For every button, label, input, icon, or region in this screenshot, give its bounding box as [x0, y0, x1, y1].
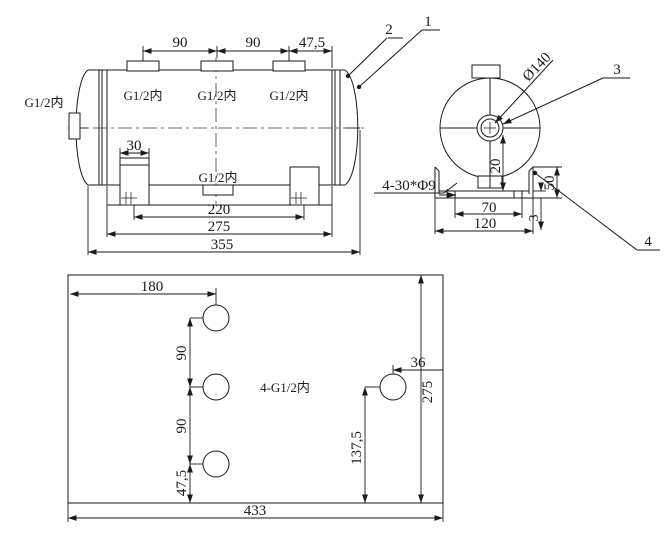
dim-plan-90-upper: 90	[174, 346, 190, 361]
port-label-left: G1/2内	[24, 95, 63, 110]
dim-137-5-group: 137,5	[349, 386, 380, 503]
top-port-boss-1	[127, 61, 159, 71]
note-hole-pattern: 4-30*Φ9	[382, 178, 435, 194]
dim-plan-36: 36	[411, 355, 427, 371]
top-port-boss-2	[201, 61, 233, 71]
mounting-leg-left	[120, 158, 149, 205]
dim-diameter-140: Ø140	[520, 50, 555, 85]
hole-note-group: 4-30*Φ9	[374, 178, 458, 194]
dim-top-47-5: 47,5	[299, 35, 325, 51]
port-label-top-1: G1/2内	[123, 88, 162, 103]
dim-120-group: 120	[434, 198, 534, 234]
mounting-leg-right	[290, 167, 319, 205]
front-elevation-view: G1/2内 G1/2内 G1/2内 G1/2内 G1/2内 90 90 47,5…	[24, 35, 364, 255]
dim-plan-275: 275	[420, 381, 436, 404]
left-port-boss	[69, 113, 80, 139]
leg-width-dimension: 30	[119, 138, 150, 158]
dim-plan-137-5: 137,5	[349, 431, 365, 465]
port-label-top-2: G1/2内	[197, 88, 236, 103]
dim-plan-180: 180	[141, 279, 164, 295]
plan-port-1	[203, 305, 229, 331]
balloon-label-3: 3	[613, 62, 621, 78]
balloon-leaders-top: 2 1	[345, 14, 440, 90]
dim-leg-30: 30	[127, 138, 142, 154]
bottom-dimension-stack: 220 275 355	[87, 130, 361, 255]
plan-port-4	[380, 374, 406, 400]
plan-port-2	[203, 374, 229, 400]
bottom-plan-view: 4-G1/2内 180 90 90 47,5 36	[68, 275, 443, 522]
dim-bottom-220: 220	[208, 202, 231, 218]
balloon-leaders-side: 3 4	[502, 62, 660, 251]
dim-side-120: 120	[474, 216, 497, 232]
port-label-bottom: G1/2内	[198, 170, 237, 185]
dim-275-group: 275	[418, 275, 436, 503]
dim-side-70: 70	[482, 200, 497, 216]
vertical-pitch-chain: 90 90 47,5	[174, 317, 203, 503]
dim-bottom-355: 355	[211, 237, 234, 253]
dim-433-group: 433	[67, 503, 444, 522]
bottom-drain-boss	[203, 185, 233, 195]
side-top-boss	[472, 65, 500, 78]
dim-plan-90-lower: 90	[174, 419, 190, 434]
dim-3-group: 3	[527, 182, 546, 230]
dim-top-90-left: 90	[173, 35, 188, 51]
dim-side-3: 3	[527, 215, 542, 222]
dim-side-20: 20	[488, 159, 504, 174]
dim-bottom-275: 275	[208, 219, 231, 235]
side-section-view: Ø140 20 50 3 70	[374, 50, 562, 234]
balloon-label-1: 1	[424, 14, 432, 30]
balloon-label-2: 2	[385, 22, 393, 38]
dim-180-group: 180	[70, 279, 217, 305]
dim-plan-47-5: 47,5	[174, 470, 190, 496]
top-port-boss-3	[273, 61, 305, 71]
note-4-ports: 4-G1/2内	[260, 380, 310, 395]
dim-70-group: 70	[454, 191, 523, 218]
port-label-top-3: G1/2内	[269, 88, 308, 103]
plan-port-3	[203, 451, 229, 477]
balloon-label-4: 4	[644, 234, 652, 250]
top-dimension-chain: 90 90 47,5	[142, 35, 333, 68]
dim-20-group: 20	[488, 135, 506, 191]
dim-top-90-right: 90	[246, 35, 261, 51]
dim-plan-433: 433	[244, 503, 267, 519]
